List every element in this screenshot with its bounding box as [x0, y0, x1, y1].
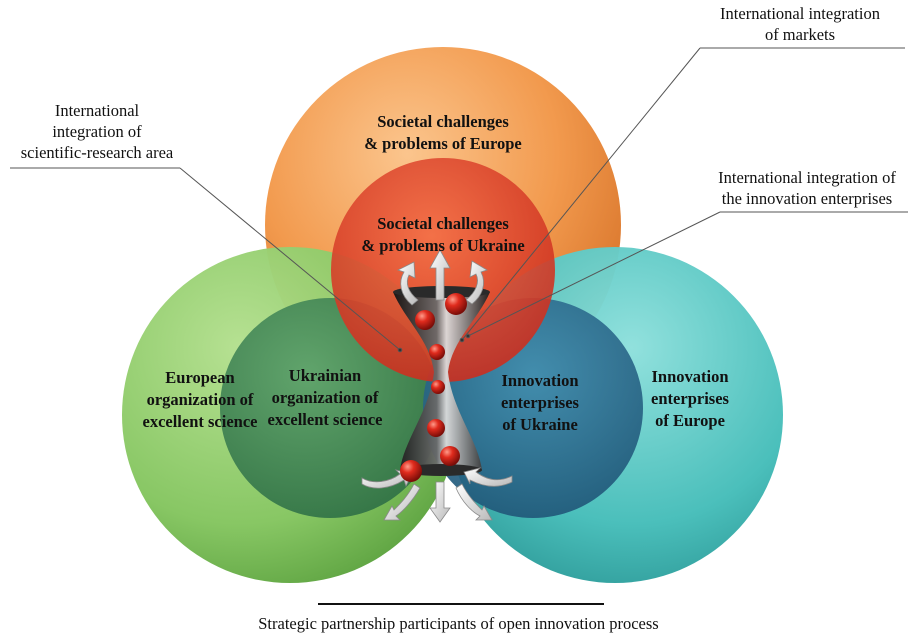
callout-line-markets-pointer: [461, 47, 701, 341]
label-innovation-europe: Innovation enterprises of Europe: [651, 367, 729, 430]
label-societal-challenges-ukraine: Societal challenges & problems of Ukrain…: [361, 214, 525, 255]
particle-ball: [427, 419, 445, 437]
particle-ball: [431, 380, 445, 394]
particle-ball: [415, 310, 435, 330]
callout-dot: [465, 333, 471, 339]
particle-ball: [400, 460, 422, 482]
callout-science-area: International integration of scientific-…: [20, 101, 174, 162]
callout-dot: [459, 337, 465, 343]
particle-ball: [440, 446, 460, 466]
label-societal-challenges-europe: Societal challenges & problems of Europe: [364, 112, 522, 153]
callout-line-science-area-pointer: [179, 167, 401, 351]
caption: Strategic partnership participants of op…: [258, 614, 659, 633]
callout-line-innovation-pointer: [467, 211, 721, 337]
particle-ball: [445, 293, 467, 315]
particle-balls: [400, 293, 467, 482]
callout-dot: [397, 347, 403, 353]
label-european-science: European organization of excellent scien…: [142, 368, 258, 431]
callout-innovation-enterprises: International integration of the innovat…: [718, 168, 896, 208]
particle-ball: [429, 344, 445, 360]
inward-arrows-icon: [361, 467, 513, 523]
upward-arrows-icon: [396, 249, 488, 306]
callout-lines: [10, 47, 908, 353]
label-innovation-ukraine: Innovation enterprises of Ukraine: [501, 371, 579, 434]
callout-markets: International integration of markets: [720, 4, 880, 44]
label-ukrainian-science: Ukrainian organization of excellent scie…: [267, 366, 383, 429]
